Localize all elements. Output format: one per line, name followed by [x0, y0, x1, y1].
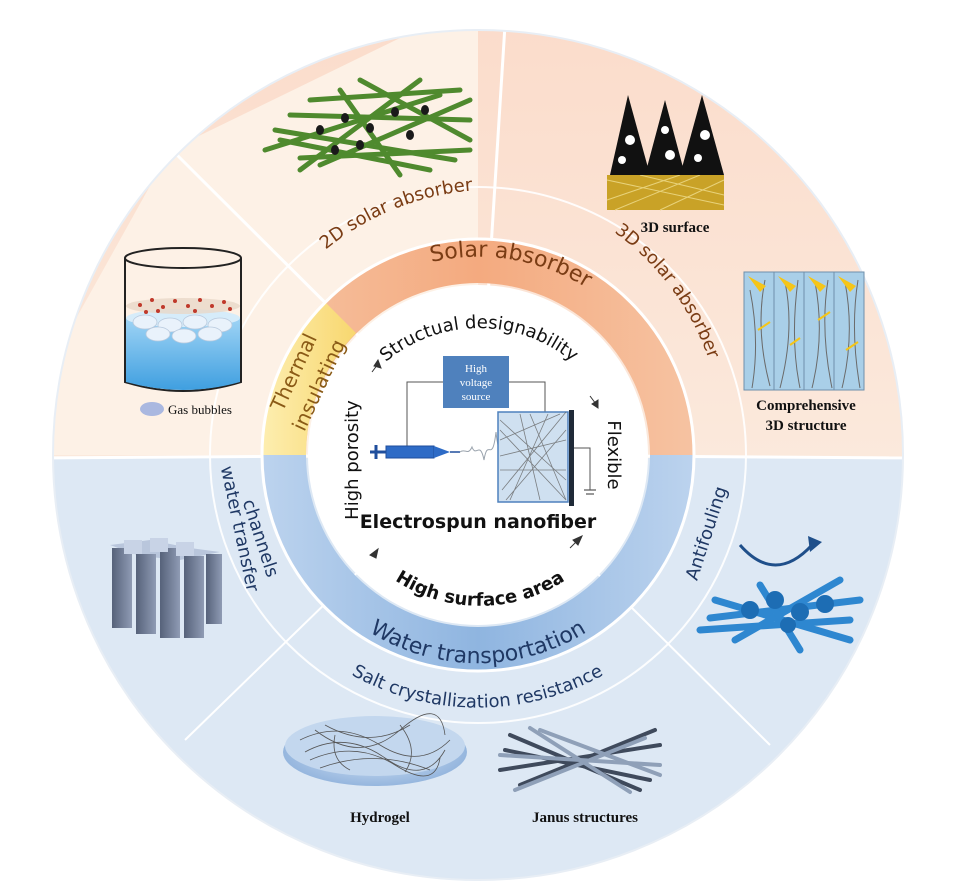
hydrogel-icon — [283, 713, 467, 786]
middle-ring — [260, 237, 696, 673]
beaker-icon — [124, 247, 242, 392]
collector-plate — [569, 410, 574, 506]
janus-fiber-icon — [498, 726, 662, 794]
comprehensive-3d-icon — [743, 271, 865, 391]
3d-surface-icon — [606, 95, 725, 211]
center-circle — [308, 285, 648, 625]
source-label-3: source — [462, 391, 491, 403]
prop-flexible: Flexible — [603, 420, 624, 489]
collector-mat — [497, 411, 569, 503]
prop-high-porosity: High porosity — [342, 400, 363, 520]
vertical-channels-icon — [110, 538, 222, 638]
antifouling-fiber-icon — [696, 536, 864, 654]
label-comprehensive-1: Comprehensive — [756, 398, 856, 414]
label-janus-structures: Janus structures — [532, 810, 638, 826]
label-3d-surface: 3D surface — [641, 220, 710, 236]
center-title: Electrospun nanofiber — [360, 511, 597, 533]
syringe-icon — [370, 445, 460, 459]
electrospinning-schematic: High voltage source — [370, 356, 596, 506]
label-comprehensive-2: 3D structure — [766, 418, 847, 434]
dark-particles — [316, 105, 429, 155]
gas-bubble-icon — [140, 402, 164, 416]
label-gas-bubbles: Gas bubbles — [168, 402, 232, 417]
green-fiber-mat-icon — [262, 77, 473, 178]
label-hydrogel: Hydrogel — [350, 810, 410, 826]
source-label-2: voltage — [460, 377, 492, 389]
source-label-1: High — [465, 363, 488, 375]
voltage-source-box — [443, 356, 509, 408]
cycle-arrows — [369, 358, 599, 559]
